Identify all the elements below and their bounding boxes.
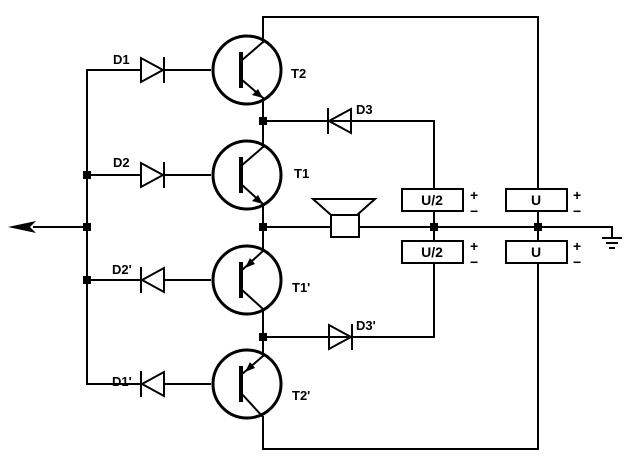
diode-d2p-icon — [139, 266, 165, 294]
sign-plus-1: + — [470, 187, 478, 203]
transistor-t2p-icon — [211, 348, 283, 420]
junction-dots — [83, 117, 542, 341]
diode-d3p-icon — [328, 323, 354, 351]
transistor-t1p-icon — [211, 244, 283, 316]
d3-path — [262, 120, 435, 338]
label-source-full-lower: U — [531, 244, 541, 260]
input-arrow-icon — [8, 221, 36, 233]
ground-icon — [602, 237, 622, 249]
transistor-t1-icon — [211, 139, 283, 211]
input-bus — [33, 69, 211, 385]
sign-minus-2: − — [470, 254, 478, 270]
diode-symbols — [139, 56, 354, 398]
sign-minus-1: − — [470, 203, 478, 219]
label-t2: T2 — [291, 66, 306, 81]
source-half-lower-box — [401, 240, 464, 264]
label-d3p: D3' — [356, 318, 376, 333]
transistor-symbols — [211, 34, 283, 420]
diode-d2-icon — [140, 161, 166, 189]
sign-plus-4: + — [573, 238, 581, 254]
label-d1: D1 — [113, 52, 130, 67]
label-source-half-lower: U/2 — [421, 244, 443, 260]
diode-d1-icon — [140, 56, 166, 84]
output-line — [262, 210, 613, 242]
speaker-icon — [310, 198, 378, 238]
outer-supply-wire — [262, 16, 539, 450]
source-full-upper-box — [505, 188, 568, 212]
label-d2: D2 — [113, 155, 130, 170]
sign-plus-2: + — [470, 238, 478, 254]
label-t1p: T1' — [292, 280, 310, 295]
label-t1: T1 — [294, 166, 309, 181]
voltage-sources — [401, 188, 568, 264]
source-half-upper-box — [401, 188, 464, 212]
emitter-arrows — [245, 89, 263, 372]
labels: D1 D2 D2' D1' D3 D3' T2 T1 T1' T2' U/2 U… — [112, 52, 581, 403]
sign-plus-3: + — [573, 187, 581, 203]
sign-minus-4: − — [573, 254, 581, 270]
diode-d1p-icon — [139, 370, 165, 398]
label-t2p: T2' — [292, 388, 310, 403]
diode-d3-icon — [326, 107, 352, 135]
sign-minus-3: − — [573, 203, 581, 219]
source-full-lower-box — [505, 240, 568, 264]
label-d2p: D2' — [112, 262, 132, 277]
label-d1p: D1' — [112, 374, 132, 389]
label-source-full-upper: U — [531, 192, 541, 208]
transistor-t2-icon — [211, 34, 283, 106]
label-d3: D3 — [356, 102, 373, 117]
label-source-half-upper: U/2 — [421, 192, 443, 208]
